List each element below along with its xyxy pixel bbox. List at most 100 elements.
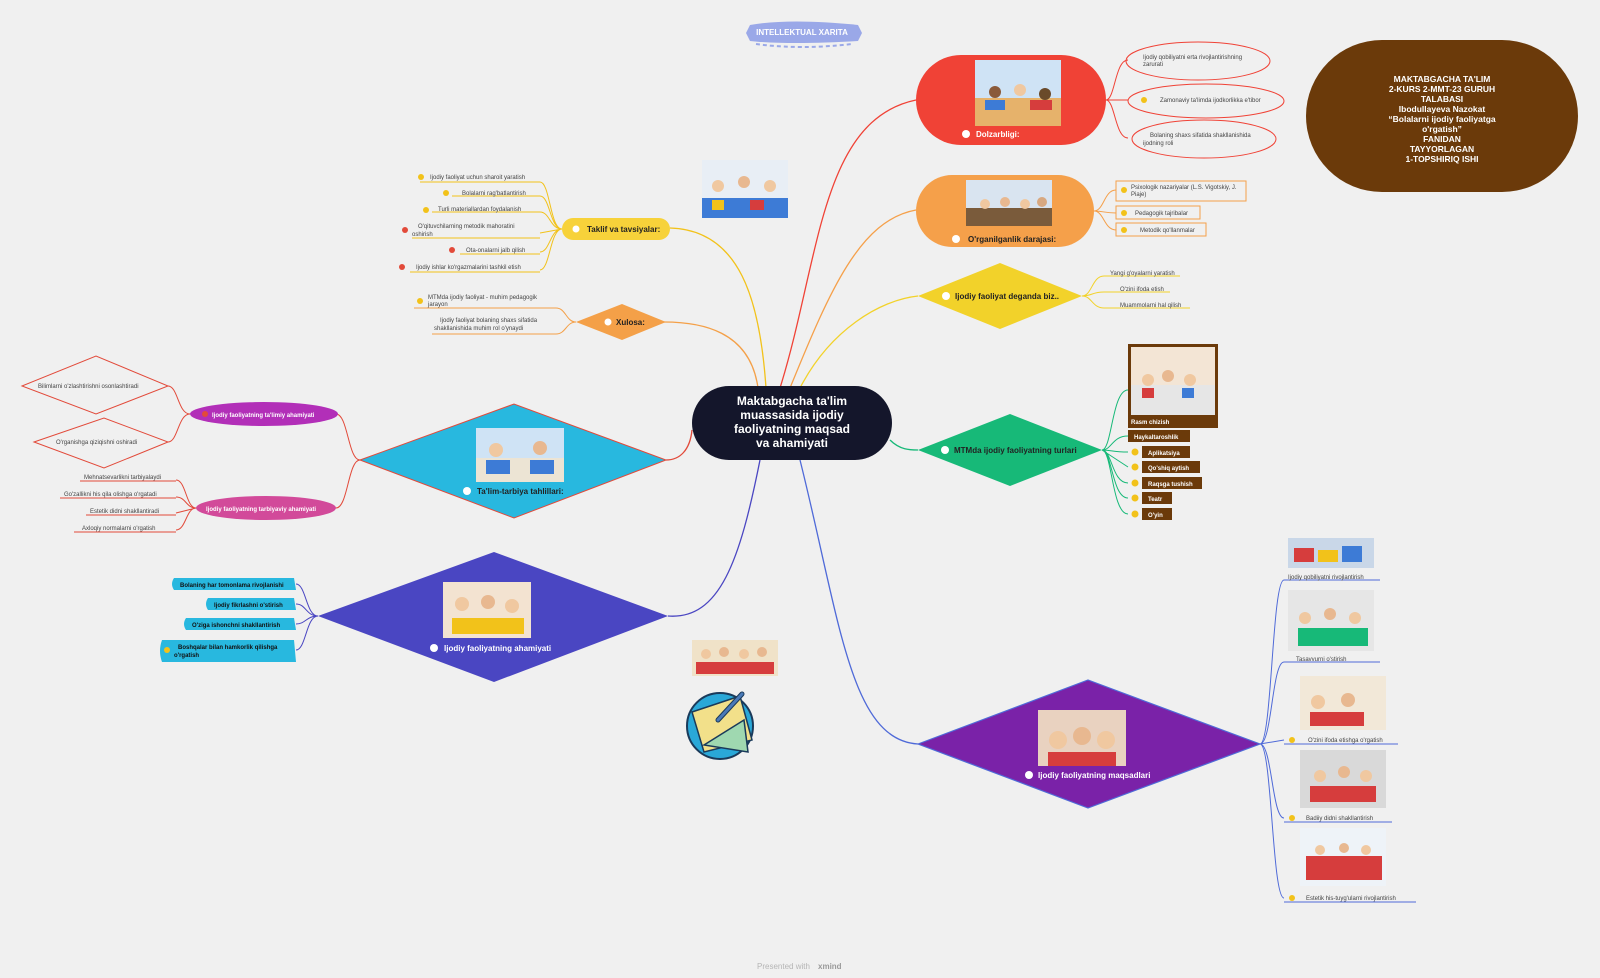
taklif-item-4b: oshirish: [412, 232, 433, 238]
info-line-9: 1-TOPSHIRIQ ISHI: [1405, 154, 1478, 164]
ahamiyati-label: Ijodiy faoliyatning ahamiyati: [444, 644, 551, 653]
talimiy-item-2: O'rganishga qiziqishni oshiradi: [56, 440, 137, 446]
talimiy-node[interactable]: Ijodiy faoliyatning ta'limiy ahamiyati: [190, 402, 338, 426]
branch-turlari[interactable]: MTMda ijodiy faoliyatning turlari: [918, 414, 1102, 486]
tarbiyaviy-item-1: Mehnatsevarlikni tarbiyalaydi: [84, 475, 161, 481]
turlari-item-1: Haykaltaroshlik: [1134, 435, 1179, 441]
xulosa-item-2b: shakllanishida muhim rol o'ynaydi: [434, 326, 523, 332]
organilganlik-subitems: Psixologik nazariyalar (L.S. Vigotskiy, …: [1093, 180, 1247, 237]
organilganlik-item-1b: Piaje): [1131, 192, 1146, 198]
drawing-tools-icon: [686, 691, 754, 760]
maqsadlari-item-3: O'zini ifoda etishga o'rgatish: [1308, 738, 1383, 744]
dolzarbligi-item-3a: Bolaning shaxs sifatida shakllanishida: [1150, 133, 1251, 139]
taklif-item-4a: O'qituvchilarning metodik mahoratini: [418, 224, 515, 230]
tahlil-photo: [476, 428, 564, 482]
branch-xulosa[interactable]: Xulosa:: [576, 304, 666, 340]
central-line-1: Maktabgacha ta'lim: [737, 394, 847, 408]
deganda-label: Ijodiy faoliyat deganda biz..: [955, 292, 1059, 301]
ahamiyati-item-4b: o'rgatish: [174, 653, 199, 659]
xulosa-item-2a: Ijodiy faoliyat bolaning shaxs sifatida: [440, 318, 538, 324]
dolzarbligi-subitems: Ijodiy qobiliyatni erta rivojlantirishni…: [1105, 41, 1285, 159]
turlari-item-5: Teatr: [1148, 497, 1163, 503]
info-card[interactable]: MAKTABGACHA TA'LIM 2-KURS 2-MMT-23 GURUH…: [1306, 40, 1578, 192]
maqsadlari-item-2: Tasavvurni o'stirish: [1296, 657, 1347, 663]
footer-credit[interactable]: Presented with xmind: [757, 962, 842, 971]
dolzarbligi-item-1a: Ijodiy qobiliyatni erta rivojlantirishni…: [1143, 55, 1242, 61]
footer-brand: xmind: [818, 962, 842, 971]
branch-deganda[interactable]: Ijodiy faoliyat deganda biz..: [918, 263, 1082, 329]
central-line-4: va ahamiyati: [756, 436, 828, 450]
turlari-label: MTMda ijodiy faoliyatning turlari: [954, 446, 1077, 455]
maqsadlari-item-4: Badiiy didni shakllantirish: [1306, 816, 1373, 822]
tarbiyaviy-node[interactable]: Ijodiy faoliyatning tarbiyaviy ahamiyati: [196, 496, 336, 520]
deganda-item-2: O'zini ifoda etish: [1120, 287, 1164, 293]
title-badge[interactable]: INTELLEKTUAL XARITA: [746, 21, 862, 48]
maqsadlari-item-5: Estetik his-tuyg'ularni rivojlantirish: [1306, 896, 1396, 902]
talimiy-item-1: Bilimlarni o'zlashtirishni osonlashtirad…: [38, 384, 139, 390]
turlari-item-6: O'yin: [1148, 513, 1163, 519]
title-text: INTELLEKTUAL XARITA: [756, 28, 848, 37]
taklif-item-1: Ijodiy faoliyat uchun sharoit yaratish: [430, 175, 525, 181]
ahamiyati-item-4a: Boshqalar bilan hamkorlik qilishga: [178, 645, 278, 651]
taklif-item-5: Ota-onalarni jalb qilish: [466, 248, 525, 254]
branch-taklif[interactable]: Taklif va tavsiyalar:: [562, 218, 670, 240]
connectors: [663, 99, 919, 745]
branch-tahlil[interactable]: Ta'lim-tarbiya tahlillari:: [358, 403, 668, 519]
info-line-3: TALABASI: [1421, 94, 1463, 104]
branch-ahamiyati[interactable]: Ijodiy faoliyatning ahamiyati: [318, 552, 668, 682]
info-line-2: 2-KURS 2-MMT-23 GURUH: [1389, 84, 1495, 94]
central-line-2: muassasida ijodiy: [740, 408, 844, 422]
ahamiyati-item-1: Bolaning har tomonlama rivojlanishi: [180, 583, 284, 589]
dolzarbligi-item-3b: ijodning roli: [1143, 141, 1173, 147]
maqsadlari-photo: [1038, 710, 1126, 766]
info-line-4: Ibodullayeva Nazokat: [1399, 104, 1486, 114]
taklif-label: Taklif va tavsiyalar:: [587, 225, 660, 234]
organilganlik-item-1a: Psixologik nazariyalar (L.S. Vigotskiy, …: [1131, 185, 1237, 191]
taklif-photo: [702, 160, 788, 218]
info-line-1: MAKTABGACHA TA'LIM: [1394, 74, 1491, 84]
dolzarbligi-item-2: Zamonaviy ta'limda ijodkorlikka e'tibor: [1160, 98, 1261, 104]
central-topic[interactable]: Maktabgacha ta'lim muassasida ijodiy fao…: [692, 386, 892, 460]
info-line-6: o'rgatish”: [1422, 124, 1462, 134]
maqsadlari-item-1: Ijodiy qobiliyatni rivojlantirish: [1288, 575, 1364, 581]
taklif-item-6: Ijodiy ishlar ko'rgazmalarini tashkil et…: [416, 265, 521, 271]
talimiy-label: Ijodiy faoliyatning ta'limiy ahamiyati: [212, 413, 315, 419]
dolzarbligi-item-1b: zarurati: [1143, 62, 1163, 68]
tarbiyaviy-item-3: Estetik didni shakllantiradi: [90, 509, 159, 515]
floating-photo-children: [692, 640, 778, 676]
ahamiyati-subitems: Bolaning har tomonlama rivojlanishi Ijod…: [160, 578, 319, 662]
rasm-chizish-photo: [1131, 347, 1215, 415]
organilganlik-label: O'rganilganlik darajasi:: [968, 235, 1056, 244]
branch-dolzarbligi[interactable]: Dolzarbligi:: [916, 55, 1106, 145]
tarbiyaviy-item-2: Go'zallikni his qila olishga o'rgatadi: [64, 492, 157, 498]
turlari-item-3: Qo'shiq aytish: [1148, 466, 1189, 472]
xulosa-label: Xulosa:: [616, 318, 645, 327]
deganda-item-3: Muammolarni hal qilish: [1120, 303, 1181, 309]
turlari-photo-caption: Rasm chizish: [1131, 420, 1170, 426]
branch-maqsadlari[interactable]: Ijodiy faoliyatning maqsadlari: [916, 679, 1262, 809]
tahlil-subbranches: Ijodiy faoliyatning ta'limiy ahamiyati B…: [20, 355, 361, 533]
dolzarbligi-photo: [975, 60, 1061, 126]
xulosa-item-1a: MTMda ijodiy faoliyat - muhim pedagogik: [428, 295, 538, 301]
deganda-item-1: Yangi g'oyalarni yaratish: [1110, 271, 1175, 277]
maqsadlari-label: Ijodiy faoliyatning maqsadlari: [1038, 771, 1150, 780]
tarbiyaviy-item-4: Axloqiy normalarni o'rgatish: [82, 526, 156, 532]
organilganlik-item-2: Pedagogik tajribalar: [1135, 211, 1188, 217]
footer-prefix: Presented with: [757, 962, 810, 971]
turlari-item-2: Aplikatsiya: [1148, 451, 1180, 457]
dolzarbligi-label: Dolzarbligi:: [976, 130, 1020, 139]
ahamiyati-item-3: O'ziga ishonchni shakllantirish: [192, 623, 280, 629]
maqsadlari-subitems: Ijodiy qobiliyatni rivojlantirish Tasavv…: [1259, 538, 1416, 903]
info-line-7: FANIDAN: [1423, 134, 1461, 144]
xulosa-subitems: MTMda ijodiy faoliyat - muhim pedagogik …: [414, 295, 577, 335]
organilganlik-item-3: Metodik qo'llanmalar: [1140, 228, 1195, 234]
ahamiyati-photo: [443, 582, 531, 638]
deganda-subitems: Yangi g'oyalarni yaratish O'zini ifoda e…: [1081, 271, 1190, 309]
taklif-item-3: Turli materiallardan foydalanish: [438, 207, 521, 213]
xulosa-item-1b: jarayon: [427, 302, 448, 308]
taklif-item-2: Bolalarni rag'batlantirish: [462, 191, 526, 197]
info-line-8: TAYYORLAGAN: [1410, 144, 1474, 154]
branch-organilganlik[interactable]: O'rganilganlik darajasi:: [916, 175, 1094, 247]
turlari-item-4: Raqsga tushish: [1148, 482, 1193, 488]
